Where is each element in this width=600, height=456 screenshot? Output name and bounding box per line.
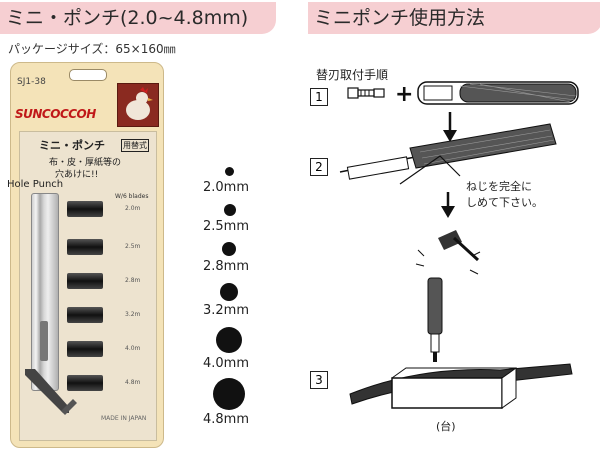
blade-4-icon <box>67 307 103 323</box>
base-label: (台) <box>436 420 456 433</box>
arrow-down-icon <box>441 192 455 218</box>
blade-size-label: 3.2m <box>125 311 141 318</box>
arrow-down-icon <box>443 112 457 142</box>
right-header-text: ミニポンチ使用方法 <box>314 7 486 29</box>
punch-handle <box>31 193 59 391</box>
size-label: 2.0mm <box>203 180 250 195</box>
size-label: 3.2mm <box>203 303 250 318</box>
blade-size-label: 4.0m <box>125 345 141 352</box>
size-label: 2.5mm <box>203 219 250 234</box>
step-2-box: 2 <box>310 158 328 176</box>
plus-sign: + <box>395 82 414 107</box>
size-dot <box>225 167 234 176</box>
steps-title: 替刃取付手順 <box>316 68 389 82</box>
size-label: 2.8mm <box>203 259 250 274</box>
size-label: 4.0mm <box>203 356 250 371</box>
step-1-handle-icon <box>417 81 579 105</box>
package-size: パッケージサイズ：65×160㎜ <box>8 42 176 56</box>
punch-handle-slot <box>40 321 48 361</box>
step-1-blade-icon <box>347 87 385 99</box>
blade-size-label: 4.8m <box>125 379 141 386</box>
package-desc-1: 布・皮・厚紙等の <box>49 158 122 168</box>
size-dot <box>224 204 236 216</box>
size-dot <box>222 242 236 256</box>
package-card: SJ1-38 SUNCOCCOH ミニ・ポンチ 用替式 布・皮・厚紙等の 穴あけ… <box>7 62 164 448</box>
hammer-icon <box>415 230 481 275</box>
instruction-drawing <box>339 81 579 409</box>
blade-3-icon <box>67 273 103 289</box>
step-3-box: 3 <box>310 371 328 389</box>
step-3-work-icon <box>349 363 573 409</box>
rooster-logo-icon <box>117 83 159 127</box>
step-2-assembled-icon <box>339 123 557 185</box>
screw-note-2: しめて下さい。 <box>466 196 543 209</box>
size-dot <box>220 283 238 301</box>
blade-size-label: 2.5m <box>125 243 141 250</box>
size-label: 4.8mm <box>203 412 250 427</box>
blade-size-label: 2.0m <box>125 205 141 212</box>
hex-key-icon <box>21 367 81 431</box>
size-dot <box>213 378 245 410</box>
package-code: SJ1-38 <box>17 77 46 87</box>
blade-2-icon <box>67 239 103 255</box>
blade-size-label: 2.8m <box>125 277 141 284</box>
right-header: ミニポンチ使用方法 <box>308 2 600 34</box>
left-header: ミニ・ポンチ(2.0~4.8mm) <box>0 2 276 34</box>
package-tag: 用替式 <box>121 139 149 152</box>
package-made-in: MADE IN JAPAN <box>101 415 147 422</box>
size-dot <box>216 327 242 353</box>
blade-1-icon <box>67 201 103 217</box>
vertical-punch-icon <box>427 277 443 362</box>
brand-logo: SUNCOCCOH <box>15 107 96 121</box>
left-header-text: ミニ・ポンチ(2.0~4.8mm) <box>6 7 249 29</box>
package-title: ミニ・ポンチ <box>39 139 105 152</box>
blade-5-icon <box>67 341 103 357</box>
screw-note-1: ねじを完全に <box>466 180 532 193</box>
hang-hole <box>69 69 107 81</box>
blade-6-icon <box>67 375 103 391</box>
package-desc-2: 穴あけに!! <box>55 170 99 180</box>
package-hole-punch: Hole Punch <box>7 179 64 190</box>
package-blades-note: W/6 blades <box>115 193 149 200</box>
step-1-box: 1 <box>310 88 328 106</box>
